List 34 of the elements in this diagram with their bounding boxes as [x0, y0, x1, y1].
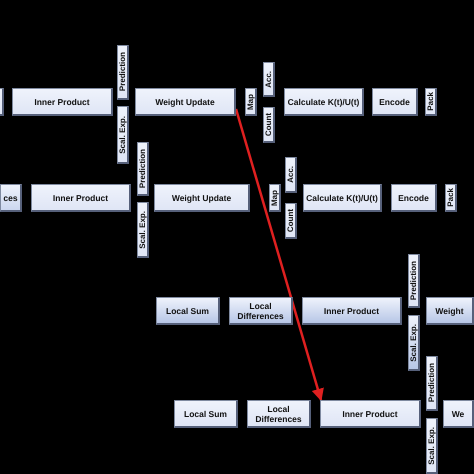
process-box: We — [443, 400, 474, 428]
process-box: Calculate K(t)/U(t) — [284, 88, 364, 116]
process-box: Prediction — [408, 254, 420, 308]
process-box: Encode — [391, 184, 437, 212]
process-box: Calculate K(t)/U(t) — [303, 184, 382, 212]
process-box: Local Differences — [247, 400, 311, 428]
process-box: Inner Product — [31, 184, 131, 212]
process-box: ces — [0, 184, 22, 212]
process-box: Map — [269, 184, 281, 212]
process-box: Weight — [426, 297, 474, 325]
process-box: Scal. Exp. — [137, 202, 149, 258]
process-box: Scal. Exp. — [408, 315, 420, 371]
process-box: Scal. Exp. — [117, 106, 129, 164]
process-box: Prediction — [426, 356, 438, 411]
process-box: Weight Update — [154, 184, 250, 212]
arrow — [234, 108, 324, 402]
process-box: Inner Product — [320, 400, 421, 428]
process-box: Acc. — [263, 62, 275, 97]
process-box: Count — [263, 107, 275, 143]
process-box: Scal. Exp. — [426, 418, 438, 474]
process-box: Encode — [372, 88, 418, 116]
process-box: Pack — [425, 88, 437, 116]
process-box: Count — [285, 203, 297, 239]
process-box: Local Sum — [174, 400, 238, 428]
process-box: Inner Product — [302, 297, 402, 325]
process-box: Prediction — [117, 45, 129, 100]
process-box: Local Sum — [156, 297, 220, 325]
process-box: Inner Product — [12, 88, 113, 116]
process-box: Map — [245, 88, 257, 116]
process-box: Local Differences — [229, 297, 293, 325]
process-box: Pack — [445, 184, 457, 212]
process-box: Acc. — [285, 157, 297, 193]
process-box: Prediction — [137, 142, 149, 196]
process-box: Weight Update — [135, 88, 236, 116]
